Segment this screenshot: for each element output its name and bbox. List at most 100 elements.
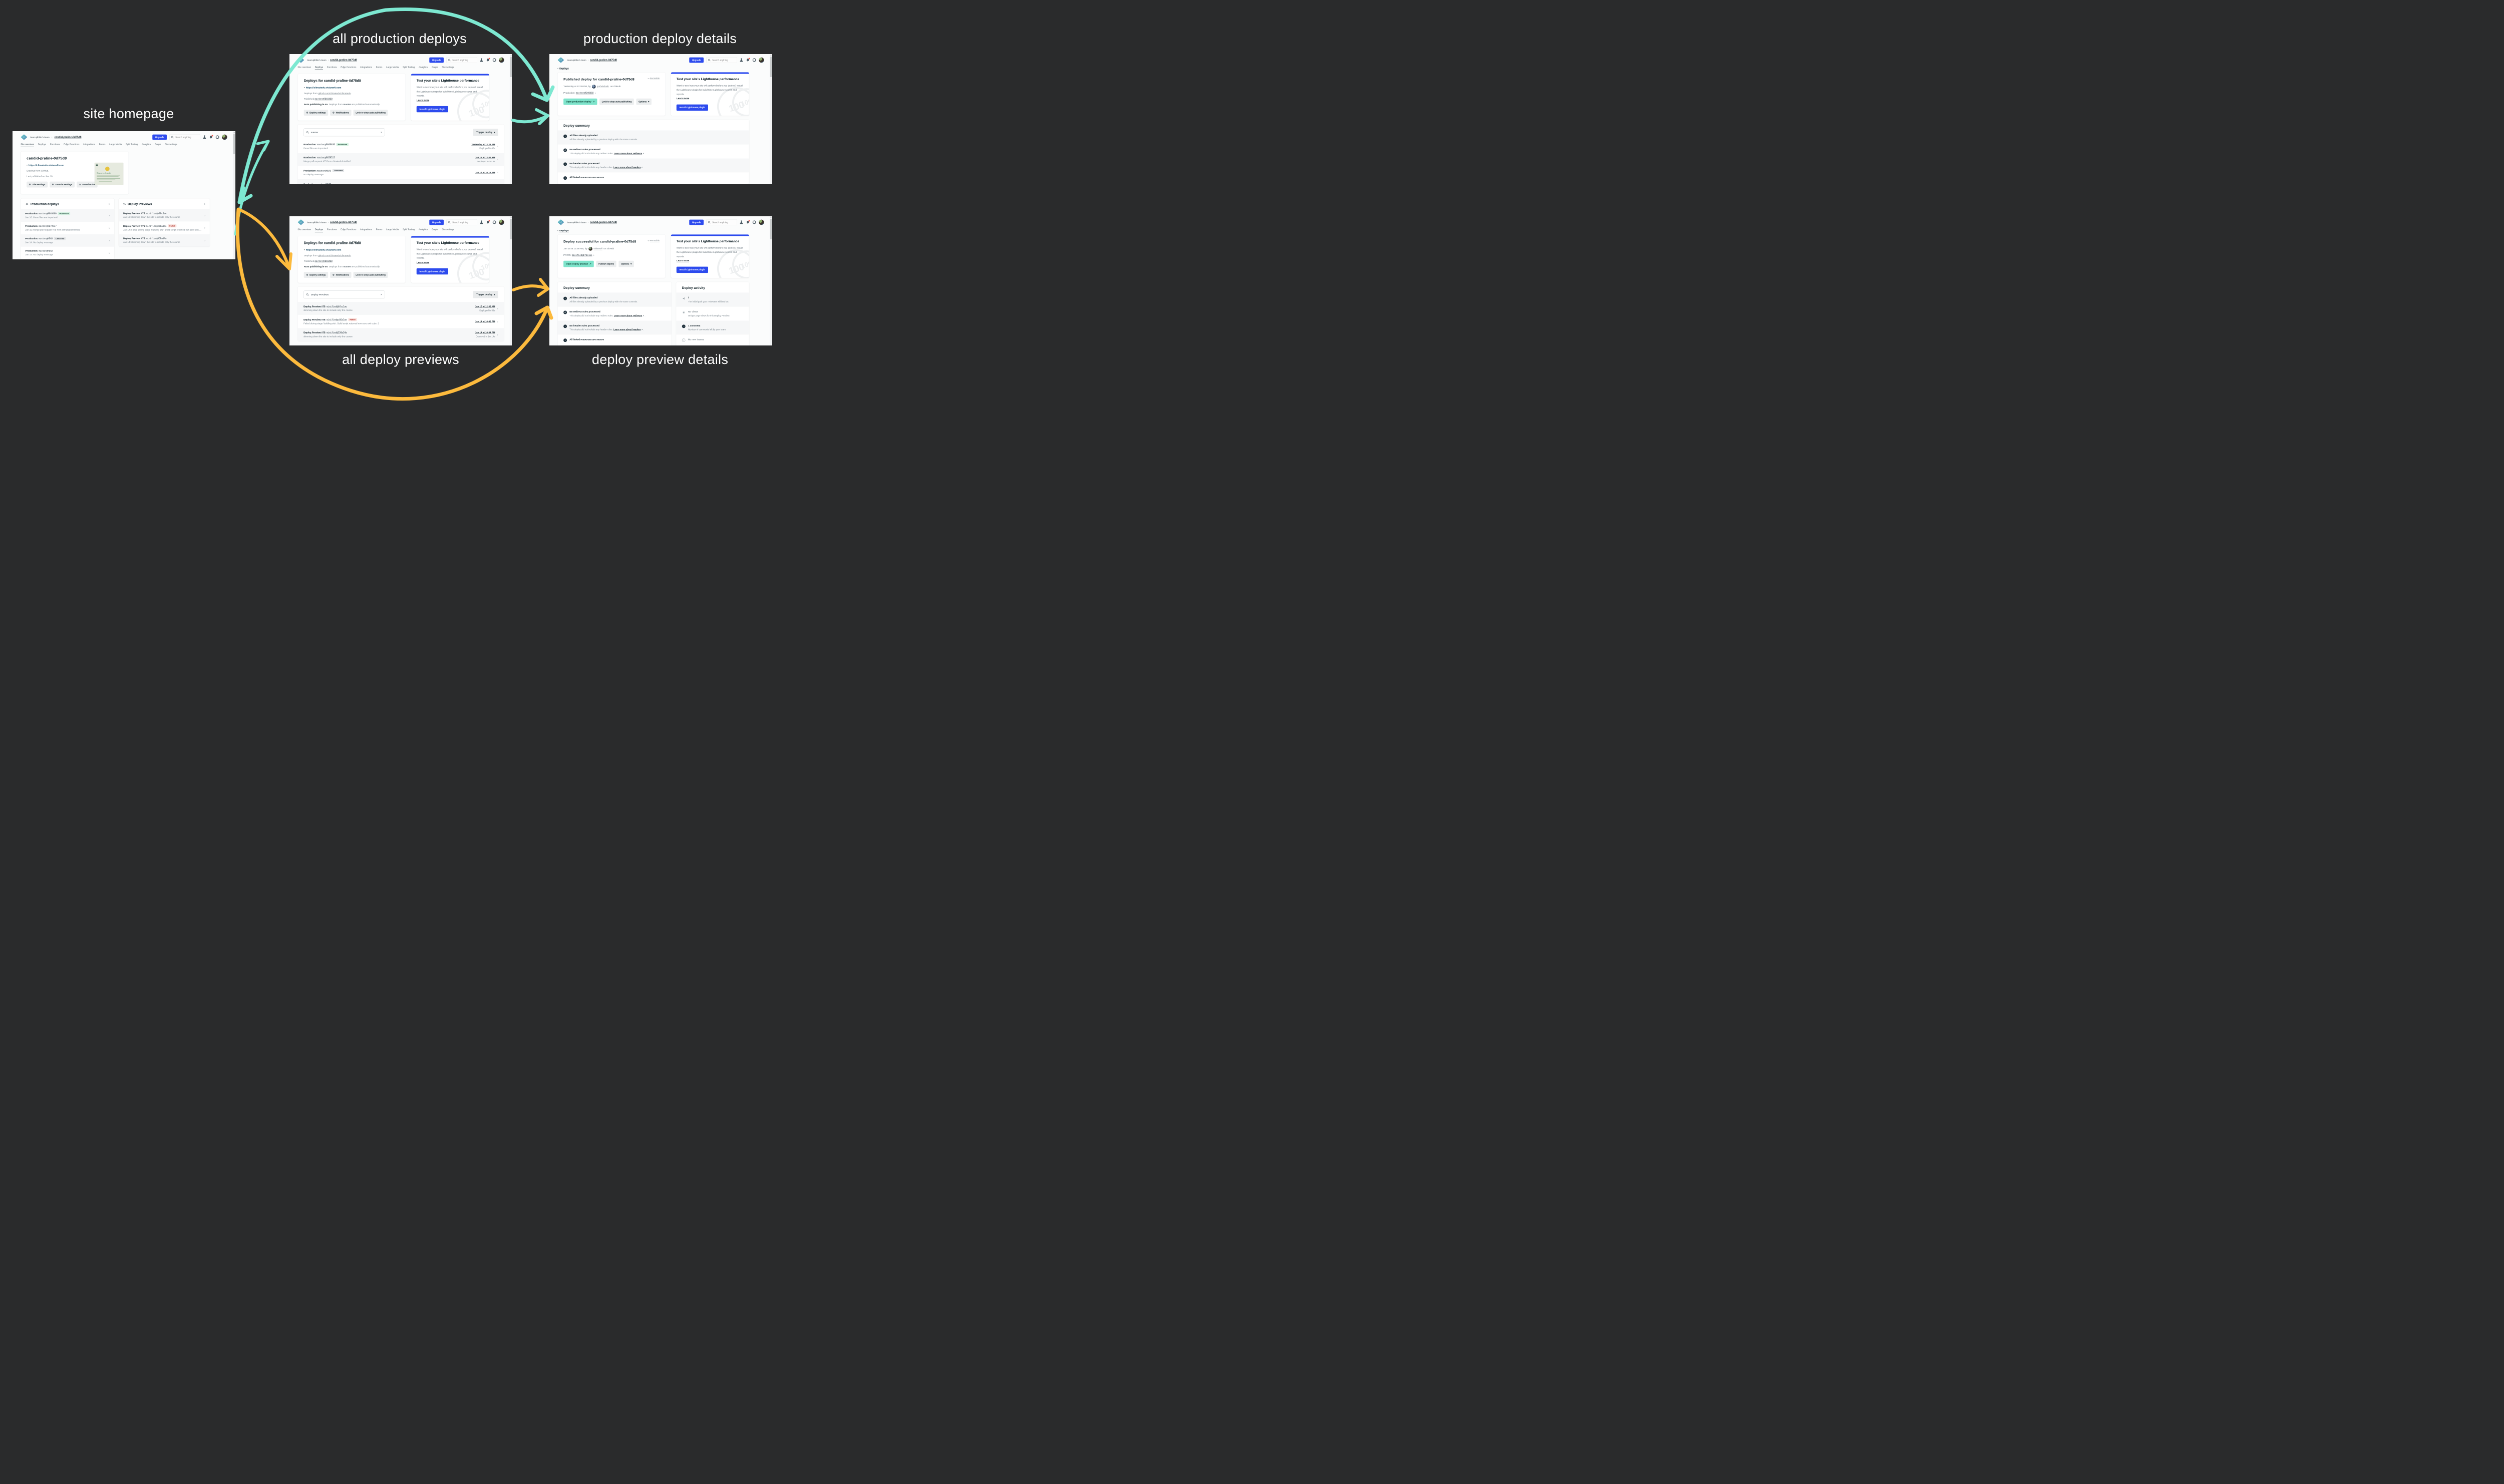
help-life-ring-icon[interactable] bbox=[215, 135, 219, 139]
user-avatar[interactable] bbox=[499, 219, 504, 225]
learn-more-link[interactable]: Learn more about headers bbox=[613, 328, 641, 331]
deploy-row[interactable]: Production: master@9079517 Jan 15: Merge… bbox=[25, 224, 110, 231]
search-input[interactable] bbox=[175, 136, 198, 139]
nav-item[interactable]: Functions bbox=[327, 66, 337, 69]
nav-item[interactable]: Edge Functions bbox=[341, 66, 357, 69]
learn-more-link[interactable]: Learn more bbox=[416, 99, 430, 102]
nav-item[interactable]: Site overview bbox=[21, 143, 34, 147]
deploy-row[interactable]: Deploy Preview #75: minified@550a54a sli… bbox=[297, 328, 504, 341]
global-search[interactable] bbox=[169, 134, 200, 140]
breadcrumb-site[interactable]: candid-praline-0d75d8 bbox=[590, 220, 617, 224]
chevron-right-icon[interactable]: › bbox=[204, 202, 206, 206]
published-ref[interactable]: master@9040460 bbox=[315, 98, 333, 101]
deploy-settings-button[interactable]: ⚙Deploy settings bbox=[303, 272, 329, 278]
nav-item[interactable]: Deploys bbox=[315, 228, 324, 232]
repo-link[interactable]: github.com/climatedu/climatedu bbox=[318, 92, 351, 95]
favorite-site-button[interactable]: ☆Favorite site bbox=[77, 181, 98, 188]
open-deploy-preview-button[interactable]: Open deploy preview↗ bbox=[563, 260, 594, 267]
lock-auto-publishing-button[interactable]: Lock to stop auto publishing bbox=[353, 272, 388, 278]
learn-more-link[interactable]: Learn more bbox=[676, 259, 690, 262]
repo-link[interactable]: github.com/climatedu/climatedu bbox=[318, 254, 351, 257]
notifications-button[interactable]: ⚙Notifications bbox=[330, 272, 352, 278]
download-icon[interactable]: ↓ bbox=[594, 92, 596, 95]
deploy-row[interactable]: Deploy Preview #75: minified@bfbc1ae sli… bbox=[297, 302, 504, 315]
breadcrumb-site[interactable]: candid-praline-0d75d8 bbox=[330, 58, 357, 62]
learn-more-link[interactable]: Learn more bbox=[416, 261, 430, 264]
upgrade-button[interactable]: Upgrade bbox=[429, 57, 444, 63]
labs-flask-icon[interactable] bbox=[480, 58, 484, 62]
deploy-row[interactable]: Deploy Preview #75: minified@550a54a Jan… bbox=[119, 234, 210, 247]
nav-item[interactable]: Analytics bbox=[141, 143, 151, 146]
nav-item[interactable]: Forms bbox=[376, 66, 383, 69]
user-avatar[interactable] bbox=[759, 57, 764, 63]
commit-ref-link[interactable]: master@9040460 bbox=[575, 92, 594, 95]
breadcrumb-team[interactable]: teacupkittie's team bbox=[30, 136, 50, 139]
nav-item[interactable]: Analytics bbox=[418, 228, 428, 231]
options-button[interactable]: Options▾ bbox=[636, 98, 652, 105]
notifications-bell-icon[interactable] bbox=[746, 58, 750, 62]
install-lighthouse-button[interactable]: Install Lighthouse plugin bbox=[416, 268, 448, 275]
chevron-right-icon[interactable]: › bbox=[108, 202, 110, 206]
nav-item[interactable]: Functions bbox=[327, 228, 337, 231]
notifications-bell-icon[interactable] bbox=[486, 220, 490, 224]
deploy-settings-button[interactable]: ⚙Deploy settings bbox=[303, 110, 329, 116]
nav-item[interactable]: Deploys bbox=[38, 143, 47, 146]
nav-item[interactable]: Analytics bbox=[418, 66, 428, 69]
labs-flask-icon[interactable] bbox=[740, 58, 744, 62]
breadcrumb-team[interactable]: teacupkittie's team bbox=[567, 59, 586, 62]
learn-more-link[interactable]: Learn more about redirects bbox=[613, 152, 643, 155]
nav-item[interactable]: Forms bbox=[376, 228, 383, 231]
notifications-bell-icon[interactable] bbox=[486, 58, 490, 62]
labs-flask-icon[interactable] bbox=[740, 220, 744, 224]
clear-filter-icon[interactable]: × bbox=[380, 131, 383, 134]
deploy-row[interactable]: Production: master@HEAD Jan 14: No deplo… bbox=[25, 249, 110, 256]
breadcrumb-team[interactable]: teacupkittie's team bbox=[307, 59, 327, 62]
commit-ref-link[interactable]: minified@bfbc1ae bbox=[571, 254, 592, 257]
nav-item[interactable]: Edge Functions bbox=[341, 228, 357, 231]
deploy-row[interactable]: Deploy Preview #75: minified@bfbc1ae Jan… bbox=[119, 209, 210, 222]
user-avatar[interactable] bbox=[222, 134, 227, 140]
upgrade-button[interactable]: Upgrade bbox=[152, 134, 167, 140]
nav-item[interactable]: Integrations bbox=[360, 66, 372, 69]
learn-more-link[interactable]: Learn more bbox=[676, 97, 690, 100]
deploy-filter[interactable]: × bbox=[303, 128, 385, 137]
domain-settings-button[interactable]: ⚙Domain settings bbox=[50, 181, 75, 188]
github-link[interactable]: GitHub bbox=[41, 169, 49, 172]
nav-item[interactable]: Deploys bbox=[315, 66, 324, 70]
scrollbar[interactable]: ▲▼ bbox=[232, 131, 235, 259]
site-settings-button[interactable]: ⚙Site settings bbox=[27, 181, 48, 188]
scrollbar[interactable]: ▲▼ bbox=[769, 54, 772, 184]
deploy-filter[interactable]: × bbox=[303, 290, 385, 299]
upgrade-button[interactable]: Upgrade bbox=[429, 219, 444, 225]
breadcrumb-site[interactable]: candid-praline-0d75d8 bbox=[54, 135, 82, 139]
nav-item[interactable]: Functions bbox=[50, 143, 60, 146]
nav-item[interactable]: Graph bbox=[154, 143, 161, 146]
search-input[interactable] bbox=[712, 221, 735, 224]
nav-item[interactable]: Split Testing bbox=[402, 66, 415, 69]
global-search[interactable] bbox=[446, 219, 477, 225]
search-input[interactable] bbox=[712, 59, 735, 62]
options-button[interactable]: Options▾ bbox=[618, 260, 634, 267]
nav-item[interactable]: Graph bbox=[431, 66, 438, 69]
deploy-row[interactable]: Production: master@HEAD › bbox=[297, 179, 504, 184]
nav-item[interactable]: Site settings bbox=[165, 143, 177, 146]
notifications-button[interactable]: ⚙Notifications bbox=[330, 110, 352, 116]
permalink-link[interactable]: ∞ Permalink bbox=[648, 77, 660, 80]
committer-link[interactable]: vivianwli bbox=[593, 247, 602, 250]
nav-item[interactable]: Forms bbox=[99, 143, 106, 146]
scrollbar[interactable]: ▲▼ bbox=[509, 54, 512, 184]
user-avatar[interactable] bbox=[499, 57, 504, 63]
published-ref[interactable]: master@9040460 bbox=[315, 260, 333, 263]
deploy-row[interactable]: Production: master@9079517 Merge pull re… bbox=[297, 153, 504, 166]
nav-item[interactable]: Integrations bbox=[360, 228, 372, 231]
scrollbar-thumb[interactable] bbox=[233, 134, 235, 154]
trigger-deploy-button[interactable]: Trigger deploy▾ bbox=[473, 291, 498, 298]
scrollbar[interactable]: ▲▼ bbox=[509, 216, 512, 345]
labs-flask-icon[interactable] bbox=[203, 135, 207, 139]
back-to-deploys-link[interactable]: ‹Deploys bbox=[557, 67, 569, 70]
